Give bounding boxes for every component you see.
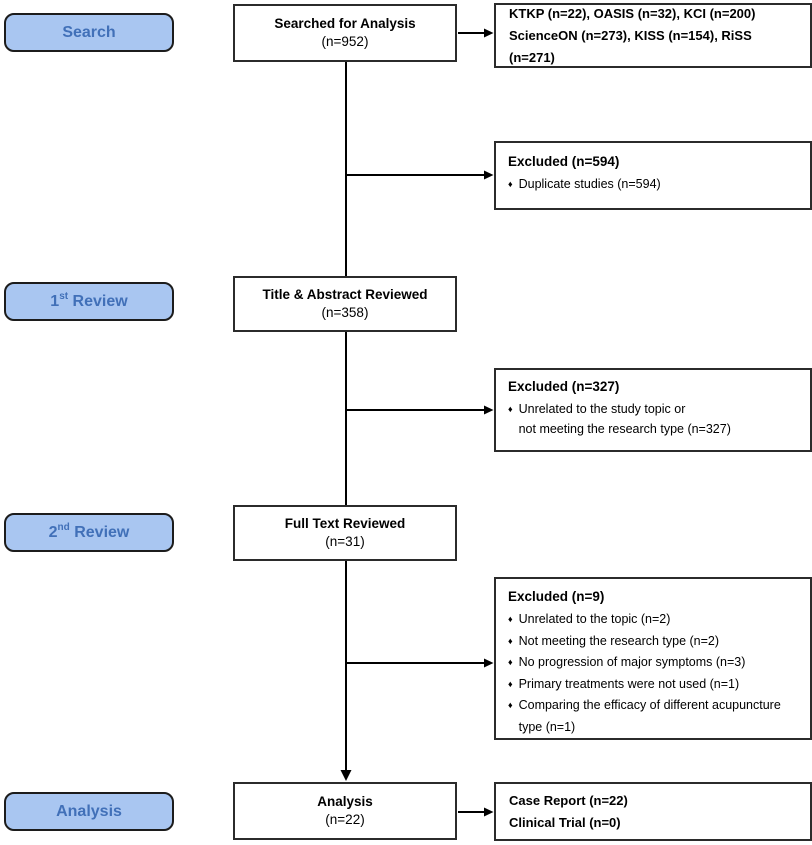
process-box-count: (n=22) xyxy=(325,812,365,827)
result-line-1: Case Report (n=22) xyxy=(509,792,628,808)
diamond-bullet-icon: ♦ xyxy=(508,678,513,689)
stage-label-text: 1 xyxy=(50,292,60,310)
stage-label-search: Search xyxy=(4,13,174,52)
excluded-box-9: Excluded (n=9) ♦ Unrelated to the topic … xyxy=(494,577,812,740)
excluded-reason: Duplicate studies (n=594) xyxy=(518,177,661,191)
diamond-bullet-icon: ♦ xyxy=(508,614,513,624)
list-item: ♦ Duplicate studies (n=594) xyxy=(508,174,798,194)
list-item: ♦ Comparing the efficacy of different ac… xyxy=(508,695,798,738)
list-item: ♦ Primary treatments were not used (n=1) xyxy=(508,674,798,696)
diamond-bullet-icon: ♦ xyxy=(508,657,513,667)
excluded-title: Excluded (n=327) xyxy=(508,379,620,394)
databases-box: KTKP (n=22), OASIS (n=32), KCI (n=200) S… xyxy=(494,3,812,68)
databases-line-2: ScienceON (n=273), KISS (n=154), RiSS (n… xyxy=(509,27,752,65)
excluded-title: Excluded (n=594) xyxy=(508,154,620,169)
arrowhead-right-excluded-594 xyxy=(484,170,494,180)
excluded-reason: Not meeting the research type (n=2) xyxy=(518,633,720,648)
process-box-count: (n=31) xyxy=(325,534,365,549)
diamond-bullet-icon: ♦ xyxy=(508,404,513,414)
process-box-title: Title & Abstract Reviewed xyxy=(262,287,428,302)
databases-line-1: KTKP (n=22), OASIS (n=32), KCI (n=200) xyxy=(509,5,756,21)
process-box-count: (n=952) xyxy=(321,34,369,49)
list-item: ♦ Unrelated to the topic (n=2) xyxy=(508,609,798,631)
arrowhead-right-databases xyxy=(484,28,494,38)
stage-label-text: Search xyxy=(62,23,116,41)
excluded-box-594: Excluded (n=594) ♦ Duplicate studies (n=… xyxy=(494,141,812,210)
list-item: ♦ Unrelated to the study topic or not me… xyxy=(508,399,798,439)
stage-label-rest: Review xyxy=(68,292,128,310)
process-box-analysis: Analysis (n=22) xyxy=(233,782,457,840)
process-box-count: (n=358) xyxy=(321,305,369,320)
excluded-title: Excluded (n=9) xyxy=(508,589,605,604)
stage-label-sup: nd xyxy=(57,522,70,533)
stage-label-analysis: Analysis xyxy=(4,792,174,831)
stage-label-text: 2 xyxy=(48,523,58,541)
excluded-reason: Comparing the efficacy of different acup… xyxy=(518,698,781,734)
list-item: ♦ Not meeting the research type (n=2) xyxy=(508,631,798,653)
process-box-full-text: Full Text Reviewed (n=31) xyxy=(233,505,457,561)
process-box-title: Analysis xyxy=(317,794,373,809)
excluded-reason: Primary treatments were not used (n=1) xyxy=(518,676,740,691)
arrowhead-right-excluded-9 xyxy=(484,658,494,668)
result-line-2: Clinical Trial (n=0) xyxy=(509,814,621,830)
excluded-reason: Unrelated to the topic (n=2) xyxy=(518,612,671,626)
process-box-title-abstract: Title & Abstract Reviewed (n=358) xyxy=(233,276,457,332)
diamond-bullet-icon: ♦ xyxy=(508,635,513,646)
process-box-searched: Searched for Analysis (n=952) xyxy=(233,4,457,62)
stage-label-rest: Review xyxy=(69,523,130,541)
arrowhead-down-analysis xyxy=(340,770,352,781)
excluded-reason: Unrelated to the study topic or not meet… xyxy=(518,402,731,436)
diamond-bullet-icon: ♦ xyxy=(508,700,513,710)
diamond-bullet-icon: ♦ xyxy=(508,179,513,189)
stage-label-text: Analysis xyxy=(56,802,122,820)
arrowhead-right-result xyxy=(484,807,494,817)
excluded-box-327: Excluded (n=327) ♦ Unrelated to the stud… xyxy=(494,368,812,452)
arrowhead-right-excluded-327 xyxy=(484,405,494,415)
stage-label-sup: st xyxy=(59,291,69,302)
list-item: ♦ No progression of major symptoms (n=3) xyxy=(508,652,798,674)
process-box-title: Searched for Analysis xyxy=(274,16,416,31)
excluded-reason: No progression of major symptoms (n=3) xyxy=(518,655,746,669)
process-box-title: Full Text Reviewed xyxy=(284,516,406,531)
result-box: Case Report (n=22) Clinical Trial (n=0) xyxy=(494,782,812,841)
